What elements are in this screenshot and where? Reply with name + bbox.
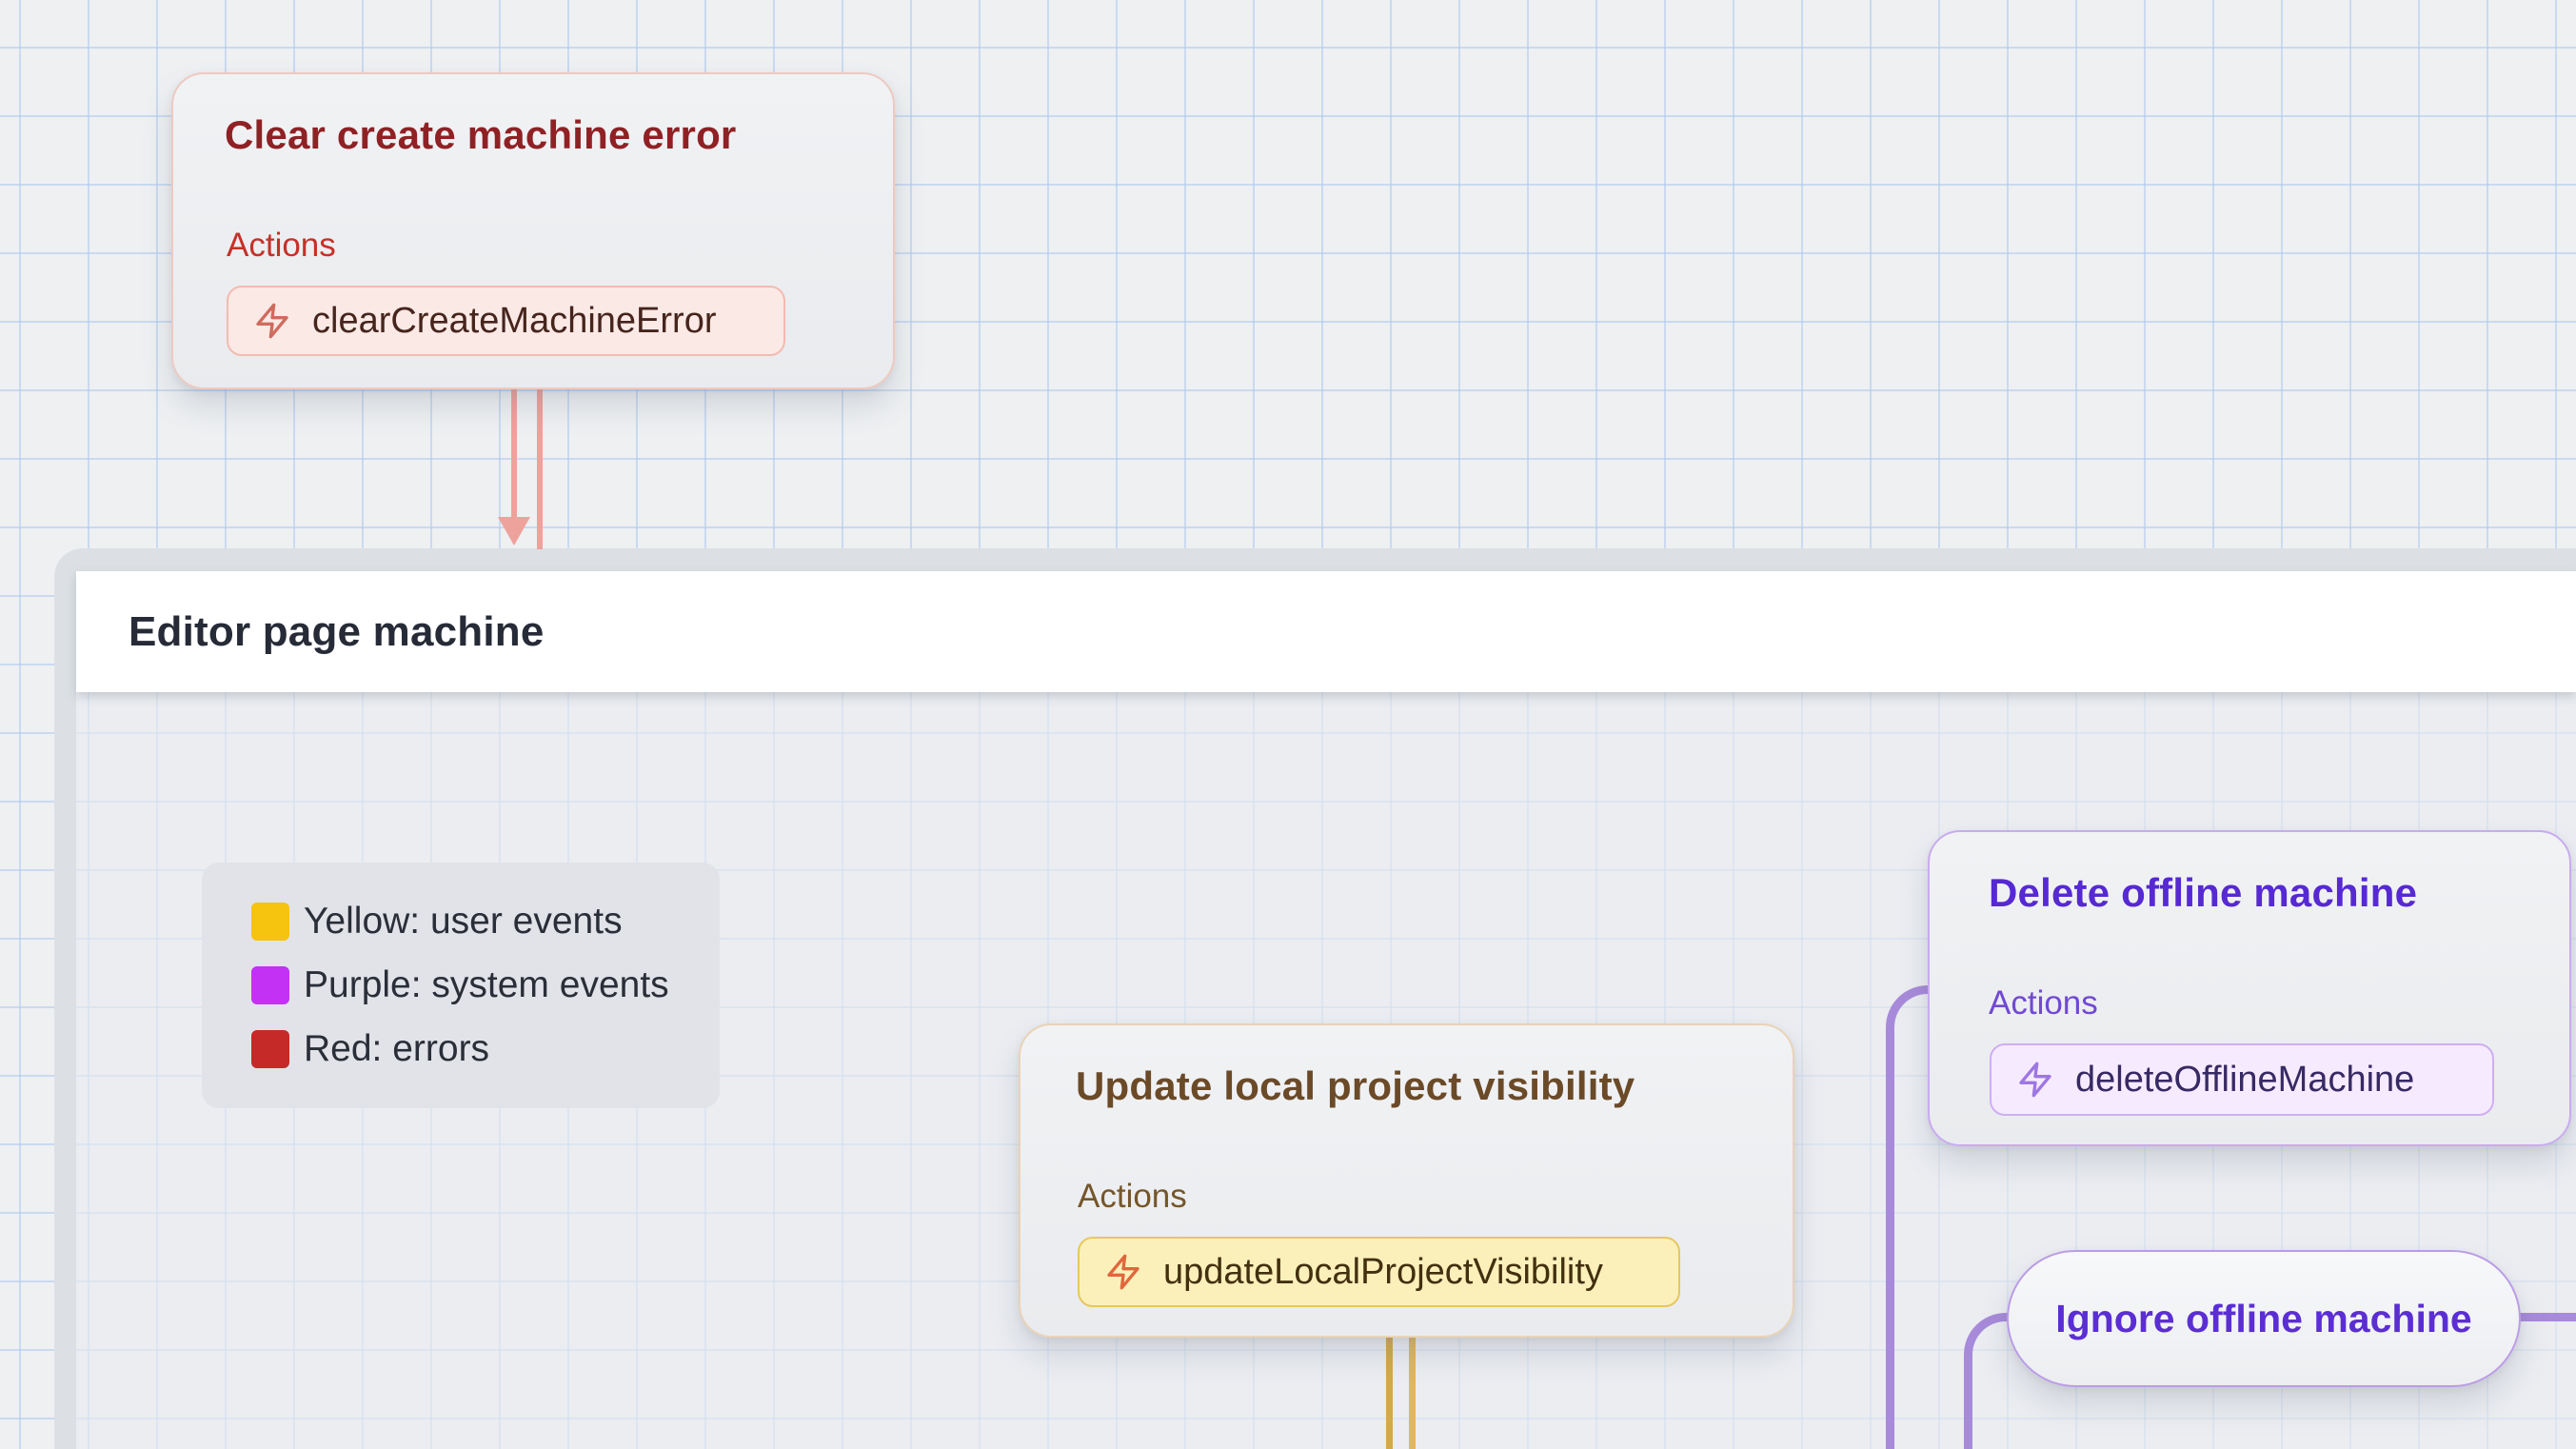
- edge-system-event-line-delete[interactable]: [1886, 1028, 1894, 1449]
- legend-row-yellow: Yellow: user events: [251, 901, 720, 943]
- action-name: updateLocalProjectVisibility: [1163, 1251, 1603, 1292]
- zap-icon: [1107, 1254, 1139, 1290]
- legend-label-yellow: Yellow: user events: [304, 901, 623, 942]
- machine-title: Editor page machine: [129, 607, 545, 655]
- state-title: Clear create machine error: [225, 112, 737, 157]
- red-swatch: [251, 1030, 289, 1068]
- zap-icon: [2019, 1062, 2051, 1098]
- state-title: Update local project visibility: [1076, 1063, 1635, 1108]
- action-clear-create-machine-error[interactable]: clearCreateMachineError: [227, 286, 785, 356]
- edge-system-event-line-ignore-right[interactable]: [2517, 1313, 2576, 1321]
- actions-label: Actions: [1078, 1178, 1187, 1215]
- legend-row-purple: Purple: system events: [251, 964, 720, 1006]
- yellow-swatch: [251, 903, 289, 941]
- action-name: deleteOfflineMachine: [2075, 1059, 2415, 1100]
- legend-note[interactable]: Yellow: user events Purple: system event…: [202, 863, 720, 1108]
- state-delete-offline-machine[interactable]: Delete offline machine Actions deleteOff…: [1928, 830, 2571, 1146]
- edge-user-event-line-left[interactable]: [1386, 1337, 1393, 1449]
- actions-label: Actions: [1989, 984, 2098, 1022]
- action-update-local-project-visibility[interactable]: updateLocalProjectVisibility: [1078, 1237, 1680, 1307]
- state-ignore-offline-machine[interactable]: Ignore offline machine: [2007, 1250, 2521, 1387]
- edge-system-event-line-ignore[interactable]: [1964, 1356, 1972, 1449]
- action-delete-offline-machine[interactable]: deleteOfflineMachine: [1990, 1043, 2494, 1116]
- action-name: clearCreateMachineError: [312, 300, 717, 341]
- legend-label-red: Red: errors: [304, 1028, 490, 1069]
- zap-icon: [256, 303, 288, 339]
- machine-header[interactable]: Editor page machine: [76, 571, 2576, 692]
- legend-label-purple: Purple: system events: [304, 964, 669, 1005]
- edge-error-arrowhead: [498, 517, 530, 546]
- purple-swatch: [251, 966, 289, 1004]
- state-update-local-project-visibility[interactable]: Update local project visibility Actions …: [1019, 1023, 1794, 1338]
- legend-row-red: Red: errors: [251, 1028, 720, 1070]
- actions-label: Actions: [227, 227, 336, 264]
- edge-error-line-return[interactable]: [537, 387, 543, 549]
- edge-error-line-arrow[interactable]: [511, 387, 517, 521]
- edge-system-event-elbow-delete: [1886, 985, 1932, 1031]
- edge-user-event-line-right[interactable]: [1409, 1337, 1416, 1449]
- edge-system-event-elbow-ignore: [1964, 1313, 2011, 1360]
- state-title: Delete offline machine: [1989, 870, 2418, 915]
- state-title: Ignore offline machine: [2055, 1296, 2472, 1340]
- state-clear-create-machine-error[interactable]: Clear create machine error Actions clear…: [171, 72, 895, 389]
